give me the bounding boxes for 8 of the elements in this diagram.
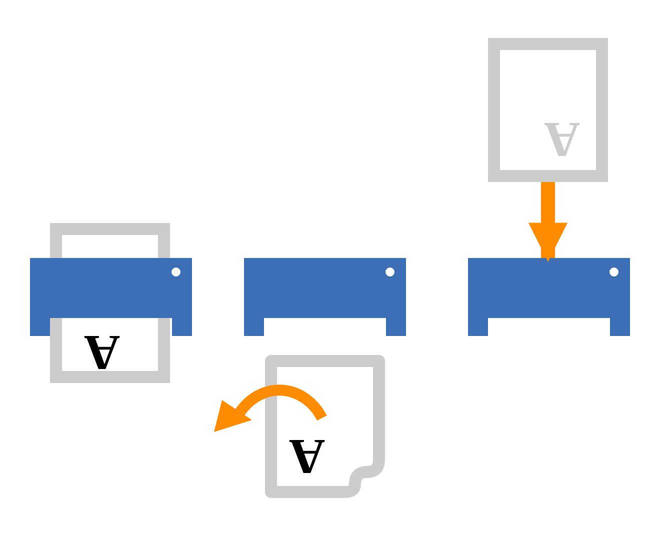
arrow xyxy=(528,182,568,262)
printer-drawing xyxy=(244,258,406,336)
paper-sheet xyxy=(488,38,608,182)
printer-drawing xyxy=(30,258,192,336)
printer-drawing xyxy=(468,258,630,336)
printed-letter: A xyxy=(289,435,326,479)
printed-letter: A xyxy=(84,331,120,375)
paper-sheet xyxy=(265,355,385,498)
